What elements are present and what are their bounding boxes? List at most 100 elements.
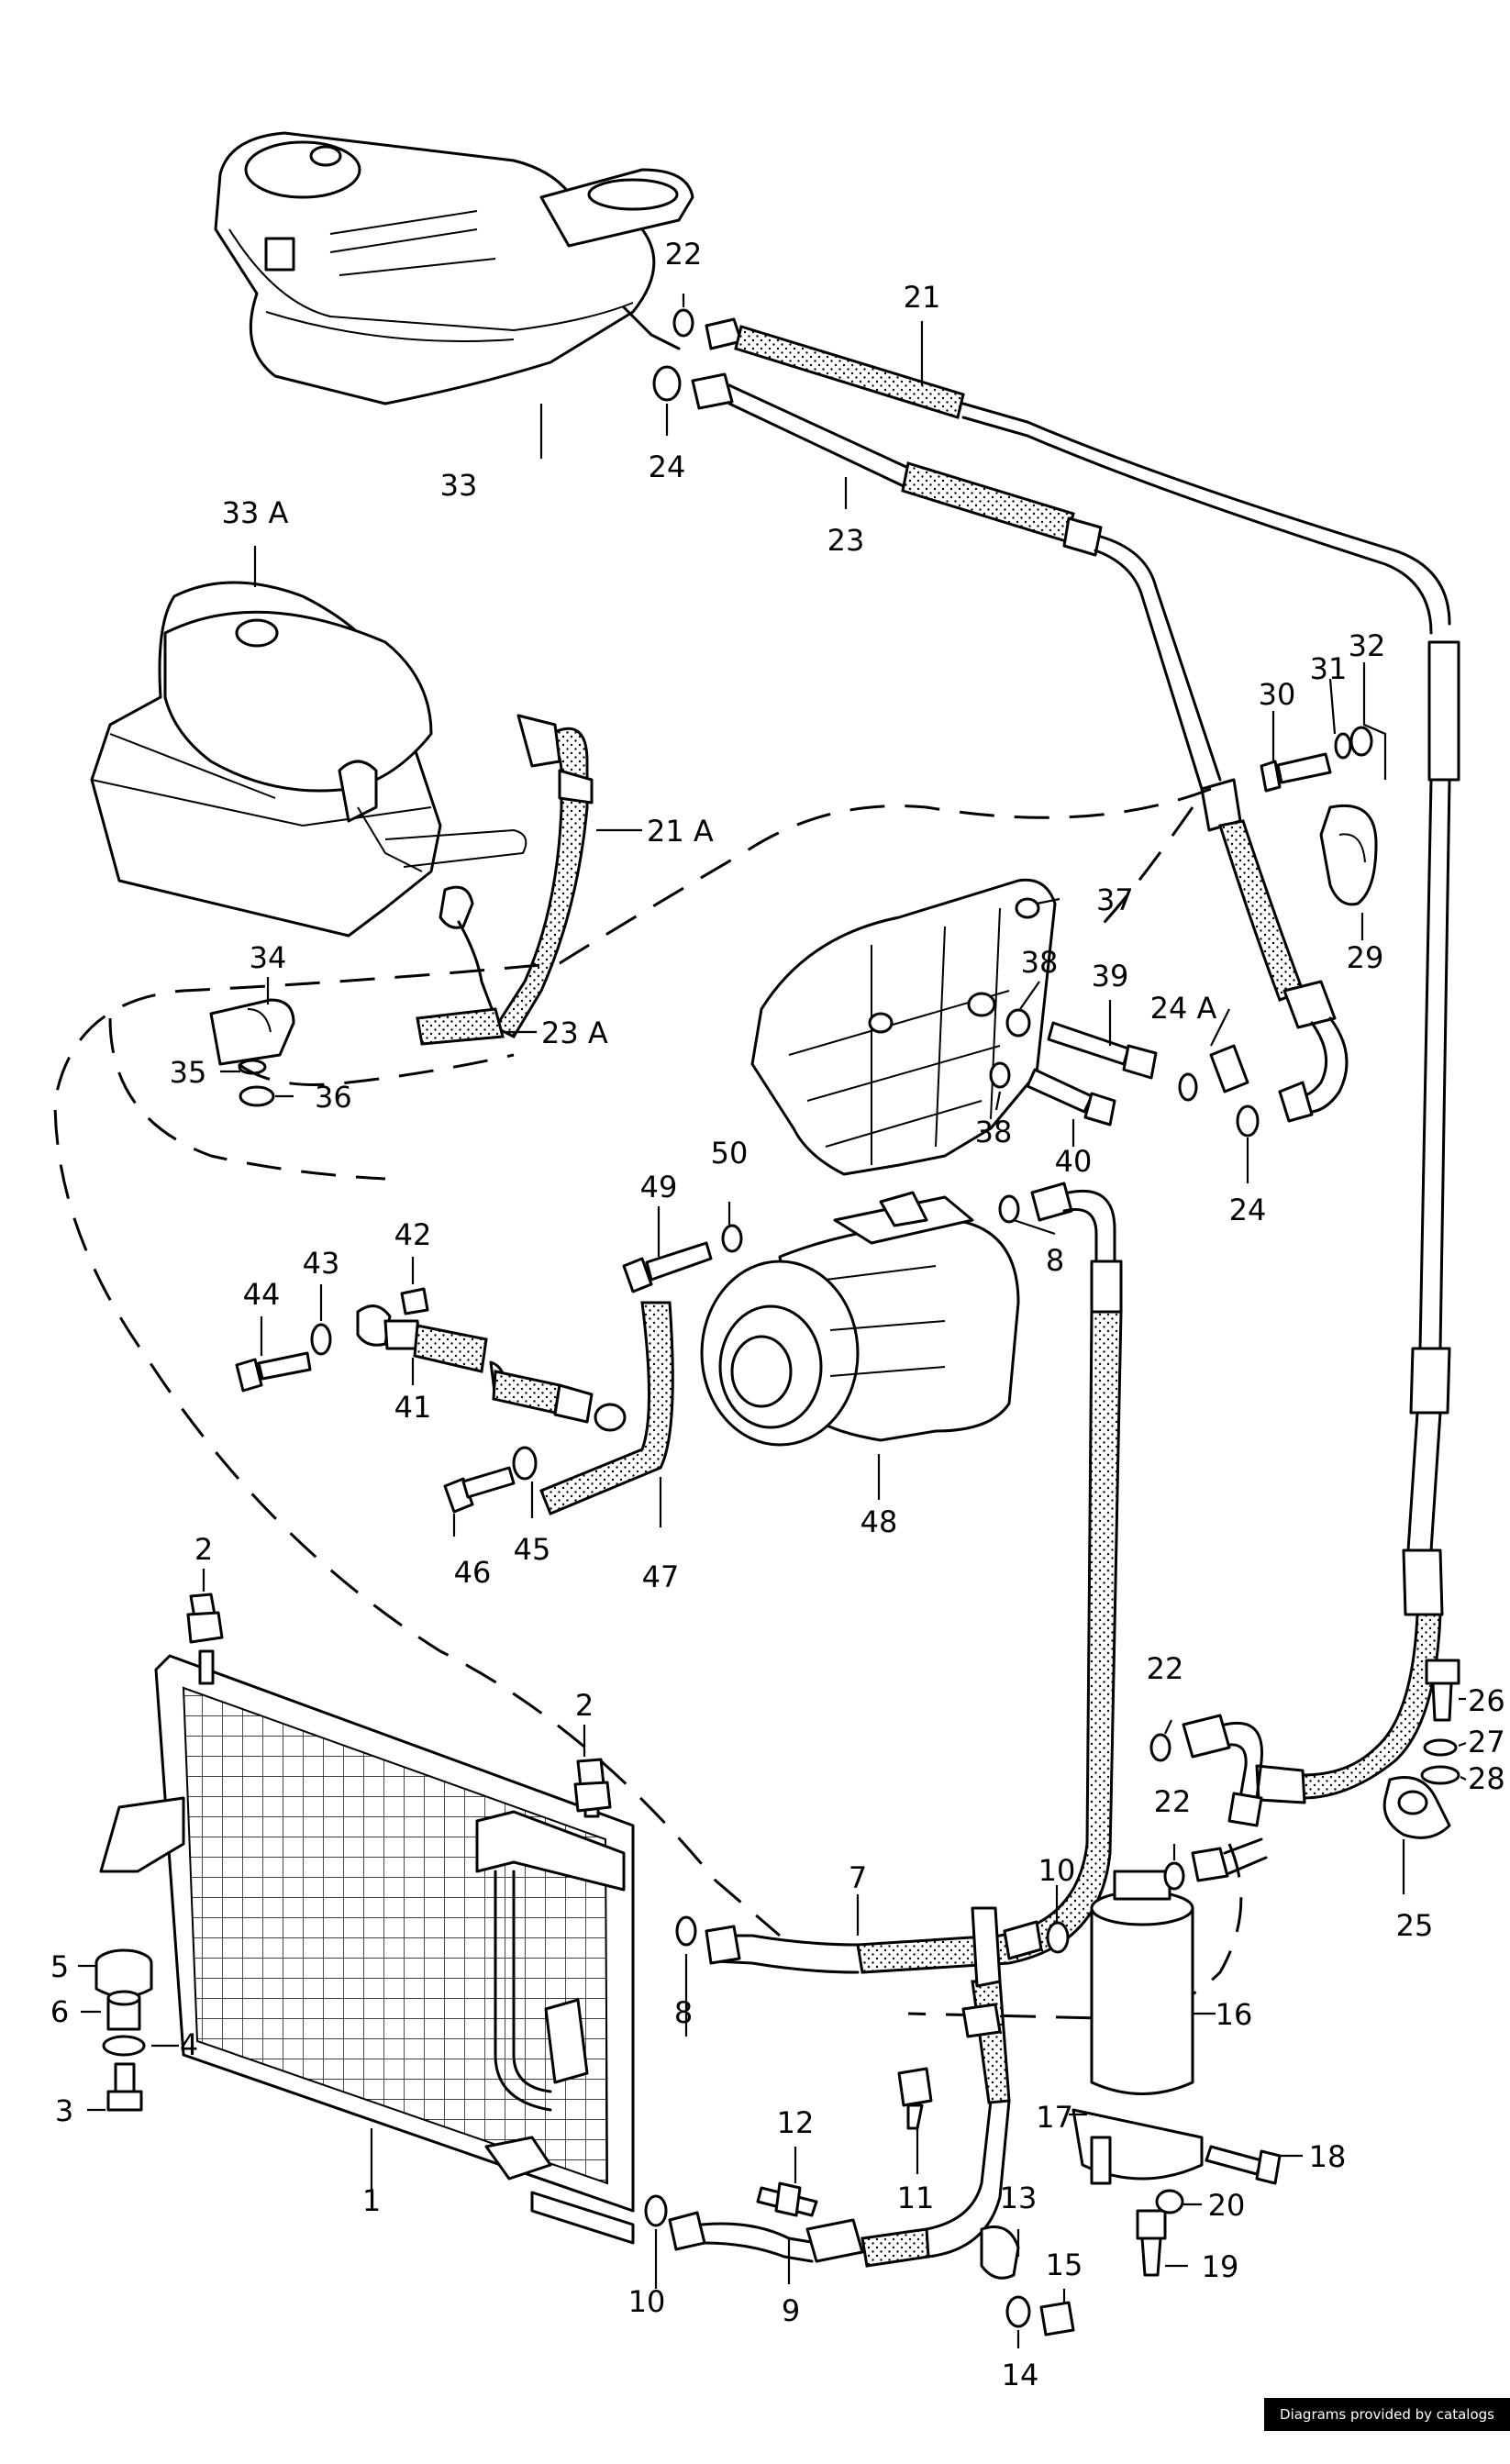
washer-50	[721, 1224, 743, 1253]
nut-36	[239, 1085, 275, 1107]
callout-23: 23	[827, 523, 865, 558]
clamp-25	[1382, 1776, 1451, 1839]
nut-15	[1039, 2301, 1075, 2336]
washer-32	[1349, 726, 1373, 757]
callout-39: 39	[1092, 959, 1129, 993]
rubber-mount-2-right	[573, 1758, 612, 1813]
callout-38a: 38	[1021, 945, 1059, 980]
o-ring-10-upper	[1046, 1921, 1070, 1954]
callout-29: 29	[1347, 940, 1384, 975]
callout-33: 33	[440, 468, 478, 503]
callout-41: 41	[394, 1390, 432, 1425]
callout-2a: 2	[194, 1532, 213, 1567]
compressor-48	[700, 1191, 1020, 1447]
callout-26: 26	[1468, 1683, 1505, 1718]
hose-41	[356, 1304, 627, 1432]
callout-27: 27	[1468, 1725, 1505, 1759]
washer-31	[1334, 732, 1352, 760]
seal-14	[1005, 2295, 1031, 2328]
bolt-39	[1047, 1021, 1158, 1080]
spacer-6	[106, 1990, 141, 2031]
routing-dashed-line	[53, 787, 1243, 2020]
callout-44: 44	[243, 1277, 281, 1312]
callout-13: 13	[1000, 2181, 1038, 2215]
callout-7: 7	[849, 1860, 867, 1895]
evaporator-housing-33	[214, 131, 694, 405]
callout-19: 19	[1202, 2249, 1239, 2284]
callout-22c: 22	[1154, 1784, 1192, 1819]
pipe-21	[705, 317, 1460, 1804]
o-ring-8-lower	[675, 1915, 697, 1947]
callout-28: 28	[1468, 1761, 1505, 1796]
callout-8b: 8	[674, 1995, 693, 2030]
callout-25: 25	[1396, 1908, 1434, 1943]
o-ring-24	[652, 365, 682, 402]
callout-22b: 22	[1147, 1651, 1184, 1686]
callout-45: 45	[514, 1532, 551, 1567]
elbow-fitting	[1182, 1714, 1263, 1827]
tee-fitting	[961, 1906, 1043, 2038]
washer-27	[1423, 1738, 1458, 1757]
callout-37: 37	[1096, 882, 1134, 917]
o-ring-22	[672, 308, 694, 338]
bolt-3	[106, 2062, 143, 2112]
callout-42: 42	[394, 1217, 432, 1252]
callout-11: 11	[897, 2181, 935, 2215]
clamp-29	[1319, 804, 1378, 906]
bolt-49	[622, 1241, 713, 1293]
bolt-26	[1425, 1659, 1460, 1722]
callout-35: 35	[170, 1055, 207, 1090]
callout-20: 20	[1208, 2188, 1246, 2223]
washer-45	[512, 1446, 538, 1481]
receiver-drier-16	[1090, 1870, 1194, 2095]
callout-31: 31	[1310, 651, 1348, 686]
callout-30: 30	[1259, 677, 1296, 712]
clamp-bracket-17	[1071, 2108, 1204, 2185]
credit-badge: Diagrams provided by catalogs parts	[1264, 2398, 1510, 2456]
callout-34: 34	[250, 940, 287, 975]
pipe-23	[691, 372, 1349, 1123]
cap-13	[980, 2225, 1020, 2280]
callout-50: 50	[711, 1136, 749, 1171]
washer-38	[989, 1008, 1031, 1089]
bolt-19	[1136, 2209, 1167, 2277]
o-ring-22-mid	[1149, 1733, 1171, 1762]
callout-40: 40	[1055, 1144, 1093, 1179]
callout-23a: 23 A	[541, 1016, 608, 1050]
condenser-1	[99, 1649, 635, 2245]
callout-6: 6	[50, 1994, 69, 2029]
callout-17: 17	[1036, 2100, 1073, 2135]
callout-24c: 24 A	[1150, 991, 1217, 1026]
clamp-34	[209, 998, 295, 1066]
rubber-buffer-5	[94, 1948, 153, 1998]
bolt-44	[235, 1351, 312, 1393]
callout-10a: 10	[1038, 1853, 1076, 1888]
callout-labels: 1 2 2 3 4 5 6 7 8 8 9 10 10 11 12 13 14 …	[50, 237, 1505, 2392]
callout-9: 9	[782, 2293, 800, 2328]
callout-2b: 2	[575, 1688, 594, 1723]
callout-22a: 22	[665, 237, 703, 272]
callout-46: 46	[454, 1555, 492, 1590]
callout-21a: 21 A	[647, 814, 714, 849]
callout-33a: 33 A	[222, 495, 289, 530]
callout-24a: 24	[649, 450, 686, 484]
nut-42	[400, 1287, 429, 1315]
switch-11	[897, 2067, 933, 2130]
callout-21: 21	[904, 280, 941, 315]
callout-5: 5	[50, 1949, 69, 1984]
o-ring-10-lower	[644, 2194, 668, 2227]
hose-23a	[416, 885, 505, 1046]
callout-16: 16	[1216, 1997, 1253, 2032]
callout-4: 4	[180, 2027, 198, 2062]
hose-47	[539, 1301, 674, 1515]
hose-fitting-22	[1191, 1837, 1268, 1882]
callout-14: 14	[1002, 2358, 1039, 2392]
hose-7	[705, 1182, 1123, 1974]
callout-10b: 10	[628, 2284, 666, 2319]
callout-24b: 24	[1229, 1193, 1267, 1227]
rubber-mount-2-left	[186, 1593, 224, 1644]
o-ring-22-lower	[1163, 1861, 1185, 1891]
blower-unit-33a	[90, 581, 527, 938]
hose-21a	[493, 714, 594, 1038]
